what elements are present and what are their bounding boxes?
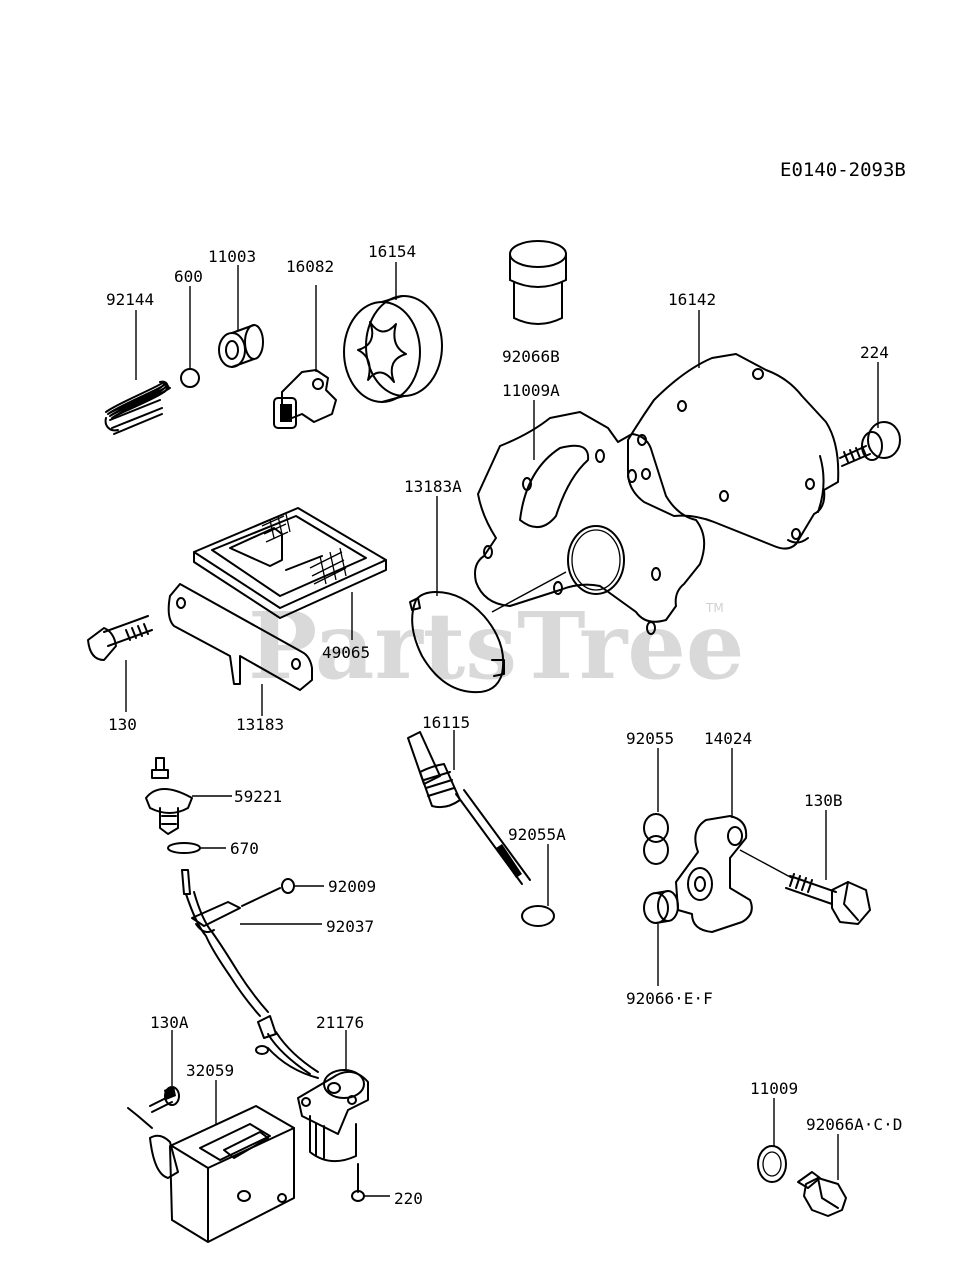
part-label-32059[interactable]: 32059 xyxy=(186,1061,234,1080)
ball-part-600[interactable] xyxy=(180,368,200,388)
part-label-92066B[interactable]: 92066B xyxy=(502,347,560,366)
plug-part-92066ACD[interactable] xyxy=(797,1171,847,1217)
part-label-21176[interactable]: 21176 xyxy=(316,1013,364,1032)
spring-part-92144[interactable] xyxy=(104,380,171,435)
part-label-224[interactable]: 224 xyxy=(860,343,889,362)
part-label-600[interactable]: 600 xyxy=(174,267,203,286)
part-label-16115[interactable]: 16115 xyxy=(422,713,470,732)
cover-part-16142[interactable] xyxy=(627,353,840,550)
washer-part-11009[interactable] xyxy=(757,1145,787,1183)
bolt-part-130[interactable] xyxy=(87,615,153,661)
plate-part-13183[interactable] xyxy=(167,583,313,691)
lead-wire-part[interactable] xyxy=(181,869,319,1079)
part-label-92144[interactable]: 92144 xyxy=(106,290,154,309)
part-label-11009A[interactable]: 11009A xyxy=(502,381,560,400)
strainer-part-49065[interactable] xyxy=(193,507,387,619)
rotor-part-16082[interactable] xyxy=(273,369,337,429)
bolt-part-130A[interactable] xyxy=(149,1086,180,1113)
part-label-92055[interactable]: 92055 xyxy=(626,729,674,748)
plug-part-92066B[interactable] xyxy=(509,240,567,325)
part-label-220[interactable]: 220 xyxy=(394,1189,423,1208)
part-label-16142[interactable]: 16142 xyxy=(668,290,716,309)
clamp-part-92037[interactable] xyxy=(191,901,241,933)
outer-rotor-part-16154[interactable] xyxy=(343,295,443,403)
bolt-part-130B[interactable] xyxy=(785,873,871,925)
diagram-code: E0140-2093B xyxy=(780,159,906,181)
pump-part-21176[interactable] xyxy=(297,1069,369,1163)
sensor-part-59221[interactable] xyxy=(145,757,193,835)
screw-part-224[interactable] xyxy=(839,421,901,467)
bushing-part-11003[interactable] xyxy=(218,324,264,368)
part-label-92066EF[interactable]: 92066·E·F xyxy=(626,989,713,1008)
screw-part-220[interactable] xyxy=(351,1163,365,1202)
part-label-59221[interactable]: 59221 xyxy=(234,787,282,806)
part-label-16082[interactable]: 16082 xyxy=(286,257,334,276)
dipstick-part-16115[interactable] xyxy=(407,731,531,885)
watermark-trademark: TM xyxy=(705,601,724,615)
disk-part-13183A[interactable] xyxy=(409,591,505,694)
part-label-11009[interactable]: 11009 xyxy=(750,1079,798,1098)
oring-part-92055A[interactable] xyxy=(521,905,555,927)
part-label-11003[interactable]: 11003 xyxy=(208,247,256,266)
part-label-92066ACD[interactable]: 92066A·C·D xyxy=(806,1115,902,1134)
oring-part-670[interactable] xyxy=(167,842,201,854)
part-label-49065[interactable]: 49065 xyxy=(322,643,370,662)
part-label-130B[interactable]: 130B xyxy=(804,791,843,810)
part-label-130[interactable]: 130 xyxy=(108,715,137,734)
part-label-92009[interactable]: 92009 xyxy=(328,877,376,896)
part-label-14024[interactable]: 14024 xyxy=(704,729,752,748)
part-label-670[interactable]: 670 xyxy=(230,839,259,858)
part-label-16154[interactable]: 16154 xyxy=(368,242,416,261)
part-label-13183[interactable]: 13183 xyxy=(236,715,284,734)
part-label-92055A[interactable]: 92055A xyxy=(508,825,566,844)
part-label-13183A[interactable]: 13183A xyxy=(404,477,462,496)
valve-body-part-14024[interactable] xyxy=(675,815,753,933)
gasket-part-11009A[interactable] xyxy=(474,411,706,635)
oring-part-92055[interactable] xyxy=(643,813,669,865)
plug-part-92066EF[interactable] xyxy=(643,890,679,924)
screw-part-92009[interactable] xyxy=(241,878,295,907)
part-label-130A[interactable]: 130A xyxy=(150,1013,189,1032)
bracket-part-32059[interactable] xyxy=(127,1105,295,1243)
part-label-92037[interactable]: 92037 xyxy=(326,917,374,936)
